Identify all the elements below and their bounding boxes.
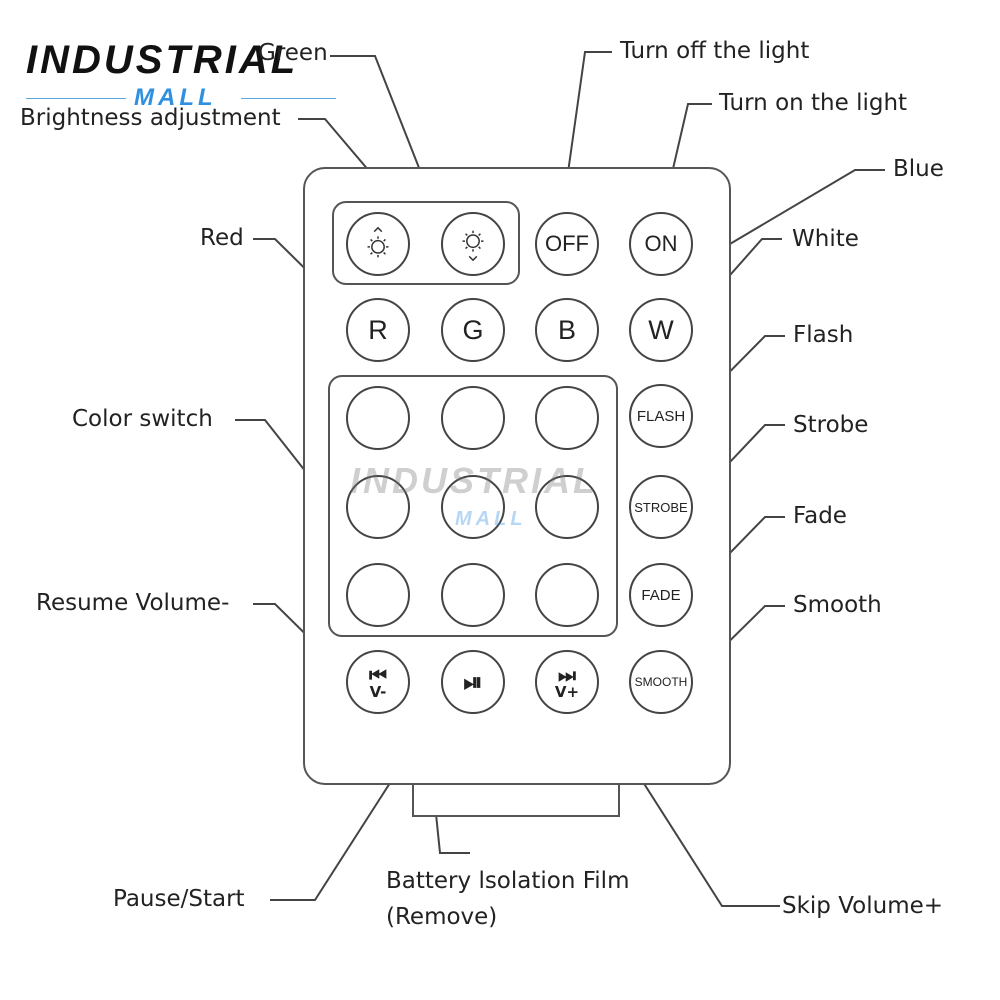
white-button[interactable]: W [629, 298, 693, 362]
smooth-button[interactable]: SMOOTH [629, 650, 693, 714]
next-volume-up-button[interactable]: ⏭ V+ [535, 650, 599, 714]
strobe-button[interactable]: STROBE [629, 475, 693, 539]
brightness-button-group [332, 201, 520, 285]
red-button[interactable]: R [346, 298, 410, 362]
color-button-4[interactable] [346, 475, 410, 539]
label-red: Red [200, 225, 244, 251]
label-white: White [792, 226, 859, 252]
label-blue: Blue [893, 156, 944, 182]
logo-brand-text: INDUSTRIAL [26, 38, 299, 82]
color-switch-group [328, 375, 618, 637]
brand-logo: INDUSTRIAL MALL [26, 38, 336, 118]
red-button-label: R [368, 314, 388, 345]
logo-sub-text: MALL [134, 84, 217, 111]
fade-button-label: FADE [641, 586, 681, 604]
brightness-down-button[interactable] [441, 212, 505, 276]
white-button-label: W [648, 314, 674, 345]
brightness-up-button[interactable] [346, 212, 410, 276]
blue-button-label: B [557, 314, 576, 345]
flash-button-label: FLASH [636, 407, 686, 425]
logo-divider-right [241, 98, 336, 99]
label-skip: Skip Volume+ [782, 893, 944, 919]
on-button[interactable]: ON [629, 212, 693, 276]
battery-isolation-film[interactable] [412, 785, 620, 817]
smooth-button-label: SMOOTH [634, 675, 688, 689]
label-resume: Resume Volume- [36, 590, 230, 616]
logo-divider-left [26, 98, 126, 99]
skip-previous-icon: ⏮ [369, 662, 387, 687]
label-battery-line2: (Remove) [386, 904, 498, 930]
label-flash: Flash [793, 322, 854, 348]
label-color-switch: Color switch [72, 406, 213, 432]
color-button-7[interactable] [346, 563, 410, 627]
play-pause-icon: ⏯ [463, 668, 483, 696]
previous-volume-down-button[interactable]: ⏮ V- [346, 650, 410, 714]
label-smooth: Smooth [793, 592, 882, 618]
strobe-button-label: STROBE [634, 499, 688, 515]
brightness-down-icon [462, 230, 484, 262]
green-button[interactable]: G [441, 298, 505, 362]
color-button-1[interactable] [346, 386, 410, 450]
label-fade: Fade [793, 503, 847, 529]
on-button-label: ON [644, 231, 678, 256]
label-green: Green [258, 40, 328, 66]
off-button[interactable]: OFF [535, 212, 599, 276]
play-pause-button[interactable]: ⏯ [441, 650, 505, 714]
skip-next-icon: ⏭ [558, 662, 576, 687]
color-button-6[interactable] [535, 475, 599, 539]
flash-button[interactable]: FLASH [629, 384, 693, 448]
label-pause: Pause/Start [113, 886, 245, 912]
leader-battery [435, 813, 470, 854]
brightness-up-icon [367, 226, 389, 258]
volume-up-label: V+ [554, 682, 580, 701]
label-turn-off: Turn off the light [620, 38, 810, 64]
label-brightness: Brightness adjustment [20, 105, 281, 131]
color-button-5[interactable] [441, 475, 505, 539]
color-button-3[interactable] [535, 386, 599, 450]
label-turn-on: Turn on the light [719, 90, 908, 116]
label-strobe: Strobe [793, 412, 869, 438]
fade-button[interactable]: FADE [629, 563, 693, 627]
color-button-9[interactable] [535, 563, 599, 627]
blue-button[interactable]: B [535, 298, 599, 362]
label-battery-line1: Battery lsolation Film [386, 868, 630, 894]
off-button-label: OFF [545, 231, 589, 256]
volume-down-label: V- [369, 682, 387, 701]
green-button-label: G [462, 314, 484, 345]
color-button-8[interactable] [441, 563, 505, 627]
color-button-2[interactable] [441, 386, 505, 450]
